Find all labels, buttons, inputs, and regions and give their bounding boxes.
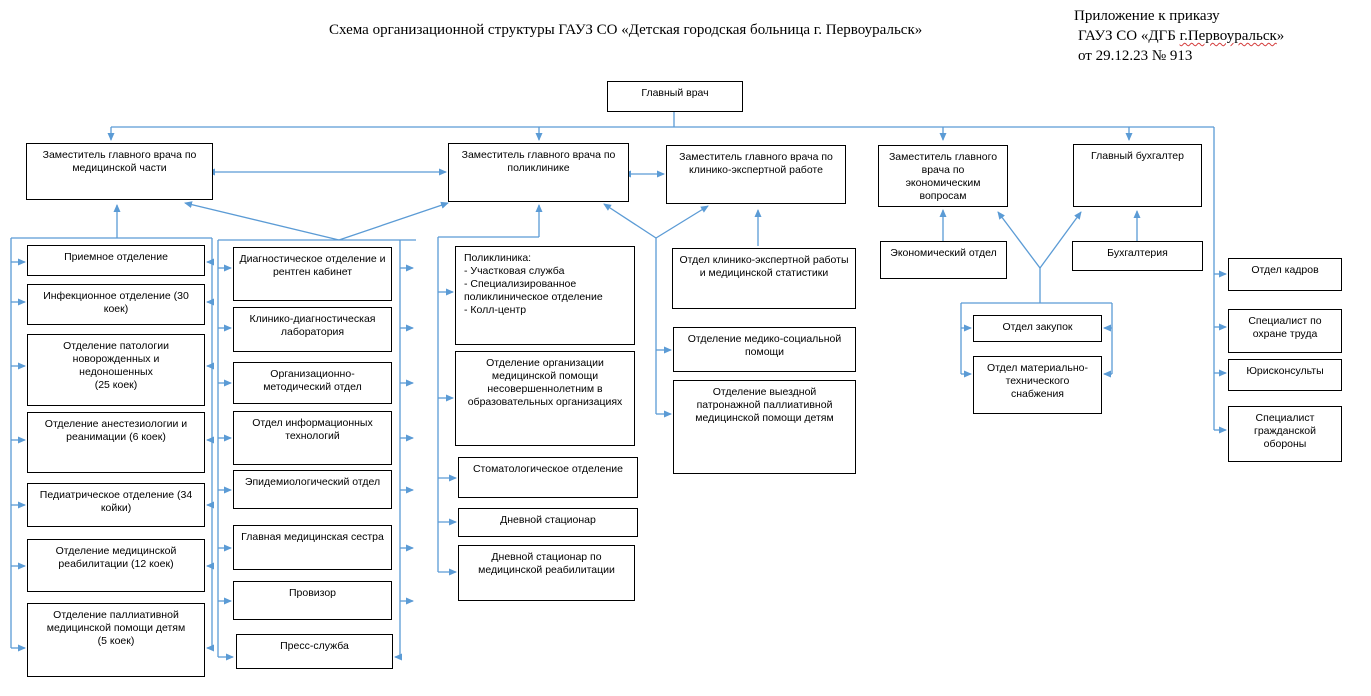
- node-social-care-dept: Отделение медико-социальной помощи: [673, 327, 856, 372]
- node-press-service: Пресс-служба: [236, 634, 393, 669]
- node-legal-advisers: Юрисконсульты: [1228, 359, 1342, 391]
- node-procurement-dept: Отдел закупок: [973, 315, 1102, 342]
- node-epidemiology-dept: Эпидемиологический отдел: [233, 470, 392, 509]
- appendix-line-2: ГАУЗ СО «ДГБ г.Первоуральск»: [1074, 26, 1284, 46]
- node-deputy-medical: Заместитель главного врача по медицинско…: [26, 143, 213, 200]
- node-it-dept: Отдел информационных технологий: [233, 411, 392, 465]
- node-day-hospital-rehab: Дневной стационар по медицинской реабили…: [458, 545, 635, 601]
- node-accounting: Бухгалтерия: [1072, 241, 1203, 271]
- node-dental-dept: Стоматологическое отделение: [458, 457, 638, 498]
- node-pharmacist: Провизор: [233, 581, 392, 620]
- node-deputy-economic: Заместитель главного врача по экономичес…: [878, 145, 1008, 207]
- node-school-care-dept: Отделение организации медицинской помощи…: [455, 351, 635, 446]
- appendix-line-3: от 29.12.23 № 913: [1078, 48, 1193, 64]
- node-mobile-palliative-dept: Отделение выездной патронажной паллиатив…: [673, 380, 856, 474]
- node-palliative-dept: Отделение паллиативной медицинской помощ…: [27, 603, 205, 677]
- node-methodical-dept: Организационно-методический отдел: [233, 362, 392, 404]
- node-hr-dept: Отдел кадров: [1228, 258, 1342, 291]
- node-admission-dept: Приемное отделение: [27, 245, 205, 276]
- node-chief-accountant: Главный бухгалтер: [1073, 144, 1202, 207]
- node-head-nurse: Главная медицинская сестра: [233, 525, 392, 570]
- node-expert-stats-dept: Отдел клинико-экспертной работы и медици…: [672, 248, 856, 309]
- node-labor-safety: Специалист по охране труда: [1228, 309, 1342, 353]
- node-economic-dept: Экономический отдел: [880, 241, 1007, 279]
- appendix-note: Приложение к приказу ГАУЗ СО «ДГБ г.Перв…: [1074, 6, 1284, 66]
- diagram-title: Схема организационной структуры ГАУЗ СО …: [329, 22, 923, 38]
- node-day-hospital: Дневной стационар: [458, 508, 638, 537]
- node-logistics-dept: Отдел материально-технического снабжения: [973, 356, 1102, 414]
- node-neonatal-dept: Отделение патологии новорожденных и недо…: [27, 334, 205, 406]
- node-icu-dept: Отделение анестезиологии и реанимации (6…: [27, 412, 205, 473]
- appendix-line-1: Приложение к приказу: [1074, 8, 1220, 24]
- node-pediatric-dept: Педиатрическое отделение (34 койки): [27, 483, 205, 527]
- node-rehab-dept: Отделение медицинской реабилитации (12 к…: [27, 539, 205, 592]
- node-deputy-expert: Заместитель главного врача по клинико-эк…: [666, 145, 846, 204]
- node-deputy-polyclinic: Заместитель главного врача по поликлиник…: [448, 143, 629, 202]
- node-civil-defense: Специалист гражданской обороны: [1228, 406, 1342, 462]
- node-clinical-lab: Клинико-диагностическая лаборатория: [233, 307, 392, 352]
- node-polyclinic: Поликлиника: - Участковая служба - Специ…: [455, 246, 635, 345]
- node-infectious-dept: Инфекционное отделение (30 коек): [27, 284, 205, 325]
- appendix-org-suffix: »: [1276, 28, 1285, 44]
- node-chief-doctor: Главный врач: [607, 81, 743, 112]
- node-diagnostic-dept: Диагностическое отделение и рентген каби…: [233, 247, 392, 301]
- appendix-org-prefix: ГАУЗ СО «ДГБ: [1078, 28, 1180, 44]
- appendix-org-city: г.Первоуральск: [1179, 28, 1277, 44]
